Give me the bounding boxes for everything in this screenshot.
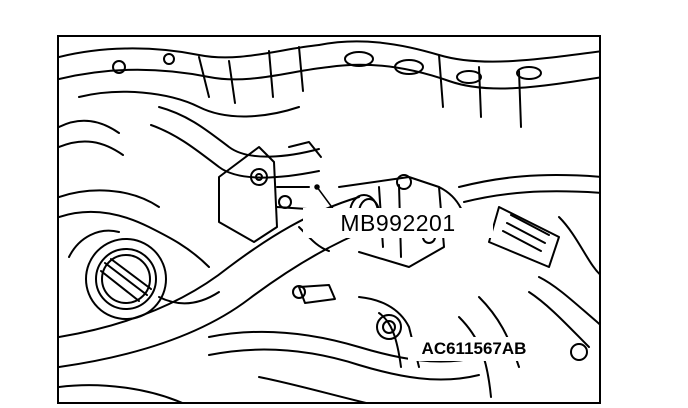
- upper-manifold-pipes: [59, 40, 599, 179]
- mounting-bracket: [218, 141, 322, 243]
- figure-id-label: AC611567AB: [408, 337, 540, 361]
- special-tool-callout: MB992201: [303, 208, 493, 238]
- throttle-body: [59, 189, 220, 320]
- engine-line-art: [59, 40, 599, 402]
- lower-hoses: [59, 284, 480, 402]
